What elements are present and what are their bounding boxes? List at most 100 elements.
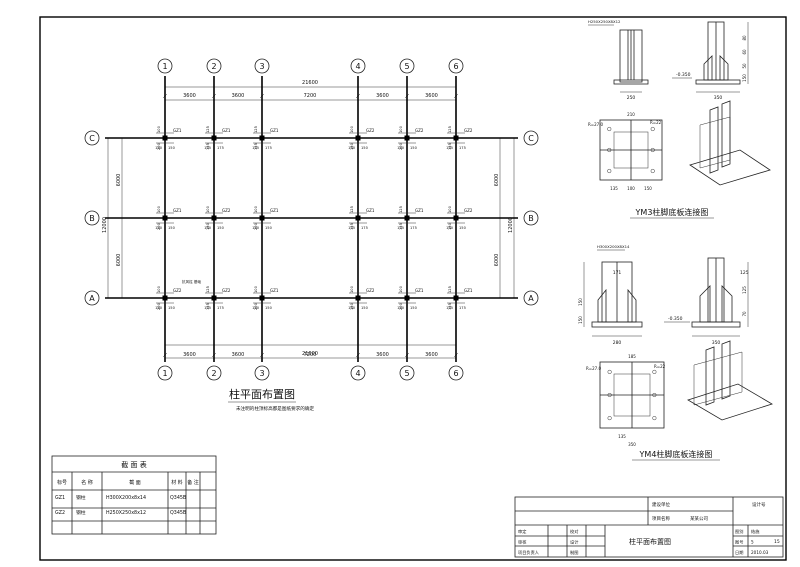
title-block-meta-value: 2010.03 <box>751 550 769 555</box>
title-block-meta-value: 结施 <box>751 528 760 535</box>
column-dim: 200 <box>399 142 403 150</box>
column-dim: 200 <box>157 302 161 310</box>
tb-project-label-2: 项目名称 <box>652 515 670 522</box>
ym3-dim-side-2: 60 <box>742 49 747 55</box>
top-segment-dim: 3600 <box>183 93 196 99</box>
axis-label: A <box>89 294 95 303</box>
ym3-detail: H250X250X8X12 250 -0.350 350 80 60 50 15… <box>588 19 771 219</box>
axis-label: 6 <box>453 369 458 378</box>
column-dim: 125 <box>254 143 258 150</box>
axis-label: B <box>528 214 534 223</box>
table-cell: GZ2 <box>55 510 65 516</box>
column-dim: 150 <box>204 226 212 230</box>
column-dim: 150 <box>397 306 405 310</box>
column-dim: 150 <box>410 146 418 150</box>
title-block-role: 审定 <box>518 528 526 535</box>
axis-bubble-top-4: 4 <box>350 58 366 74</box>
column-tag: GZ1 <box>464 288 473 293</box>
axis-label: C <box>89 134 95 143</box>
ym3-dim-side-4: 150 <box>742 74 747 82</box>
column-dim: 100 <box>157 125 161 133</box>
anchor-bolt <box>652 392 657 398</box>
table-header: 材 料 <box>171 479 183 486</box>
ym4-section-label: H300X200X8X14 <box>597 244 630 249</box>
column-dim: 200 <box>254 222 258 230</box>
table-header: 名 称 <box>81 479 93 486</box>
column-dim: 150 <box>155 226 163 230</box>
axis-bubble-left-A: A <box>84 290 100 306</box>
column-tag: GZ1 <box>222 128 231 133</box>
ym3-plan-dim-4: 150 <box>644 186 652 191</box>
column-tag: GZ1 <box>270 128 279 133</box>
tb-sheet: 15 <box>774 539 780 545</box>
column-dim: 175 <box>348 226 355 230</box>
ym4-dim-side-4: 70 <box>742 311 747 317</box>
column-tag: GZ2 <box>366 288 375 293</box>
plan-note: 抗风柱 基础 <box>182 279 202 284</box>
tb-drawing-no-label: 设计号 <box>752 501 766 508</box>
axis-label: 3 <box>259 62 264 71</box>
column-dim: 100 <box>350 125 354 133</box>
table-cell: GZ1 <box>55 495 65 501</box>
axis-label: 1 <box>162 62 167 71</box>
column-tag: GZ2 <box>173 288 182 293</box>
table-cell: H250X250x8x12 <box>106 510 146 516</box>
column-dim: 150 <box>348 146 356 150</box>
axis-label: 5 <box>404 62 409 71</box>
ym3-r1: R=27.0 <box>588 122 603 127</box>
axis-label: 6 <box>453 62 458 71</box>
table-header: 备 注 <box>187 479 199 486</box>
ym4-dim-bottom-2: 350 <box>712 340 721 346</box>
top-segment-dim: 7200 <box>304 93 317 99</box>
axis-bubble-top-1: 1 <box>157 58 173 74</box>
table-header: 截 面 <box>129 479 141 486</box>
column-tag: GZ2 <box>366 128 375 133</box>
top-segment-dim: 3600 <box>425 93 438 99</box>
column-dim: 125 <box>399 206 403 213</box>
title-block-role: 设计 <box>570 539 578 546</box>
column-dim: 125 <box>448 143 452 150</box>
anchor-bolt <box>607 168 612 174</box>
title-block-role: 项目负责人 <box>518 549 540 556</box>
column-dim: 175 <box>252 146 259 150</box>
ym3-elev: -0.350 <box>676 72 691 78</box>
column-dim: 150 <box>168 146 176 150</box>
column-tag: GZ2 <box>222 288 231 293</box>
right-dim-1: 6000 <box>494 174 500 187</box>
column-dim: 125 <box>448 126 452 133</box>
ym4-plan-dim-1: 185 <box>628 354 636 359</box>
column-dim: 200 <box>157 222 161 230</box>
ym3-dim-side-3: 50 <box>742 63 747 69</box>
column-dim: 100 <box>157 285 161 293</box>
column-dim: 175 <box>446 306 453 310</box>
column-dim: 150 <box>397 146 405 150</box>
axis-bubble-top-3: 3 <box>254 58 270 74</box>
tb-drawing-title: 柱平面布置图 <box>629 537 671 546</box>
column-dim: 150 <box>448 222 452 230</box>
bottom-segment-dim: 3600 <box>425 352 438 358</box>
bottom-segment-dim: 7200 <box>304 352 317 358</box>
axis-bubble-bottom-2: 2 <box>206 365 222 381</box>
column-dim: 100 <box>399 285 403 293</box>
anchor-bolt <box>650 168 655 174</box>
table-cell: Q345B <box>170 495 186 501</box>
column-dim: 150 <box>348 306 356 310</box>
axis-bubble-top-6: 6 <box>448 58 464 74</box>
title-block: 建设单位 项目名称 某某公司 设计号 柱平面布置图 审定校对审核设计项目负责人制… <box>514 496 784 558</box>
column-dim: 150 <box>361 306 369 310</box>
title-block-role: 审核 <box>518 539 527 546</box>
axis-label: 5 <box>404 369 409 378</box>
column-tag: GZ1 <box>415 208 424 213</box>
axis-bubble-right-B: B <box>523 210 539 226</box>
column-dim: 150 <box>206 222 210 230</box>
column-dim: 175 <box>459 306 466 310</box>
